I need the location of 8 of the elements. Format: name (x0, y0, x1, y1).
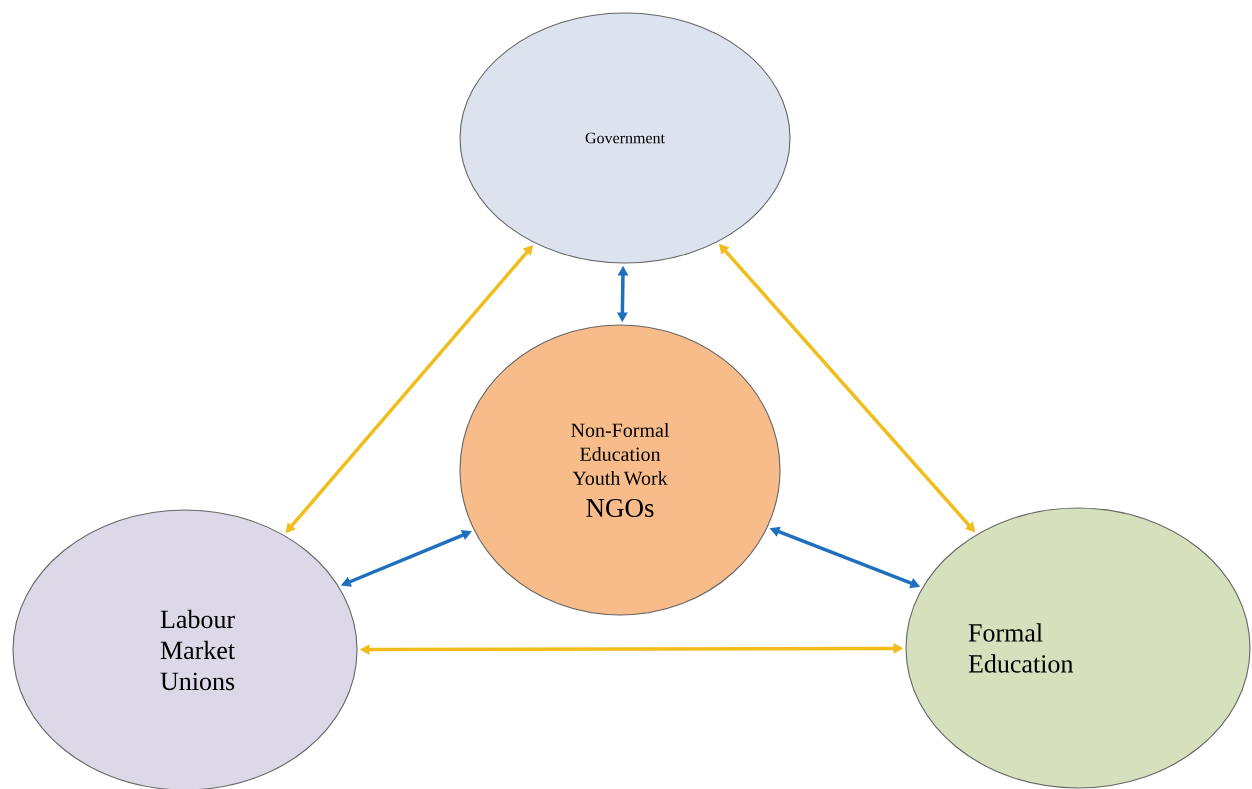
ellipse-node (905, 507, 1251, 789)
node-label: Non-Formal Education Youth Work NGOs (571, 422, 670, 518)
node-label: Formal Education (968, 623, 1074, 673)
ellipse-node (12, 509, 358, 789)
ellipse-node (459, 324, 781, 616)
node-label: Labour Market Unions (160, 609, 235, 691)
node-label: Government (585, 132, 665, 144)
ellipse-node (459, 12, 791, 264)
